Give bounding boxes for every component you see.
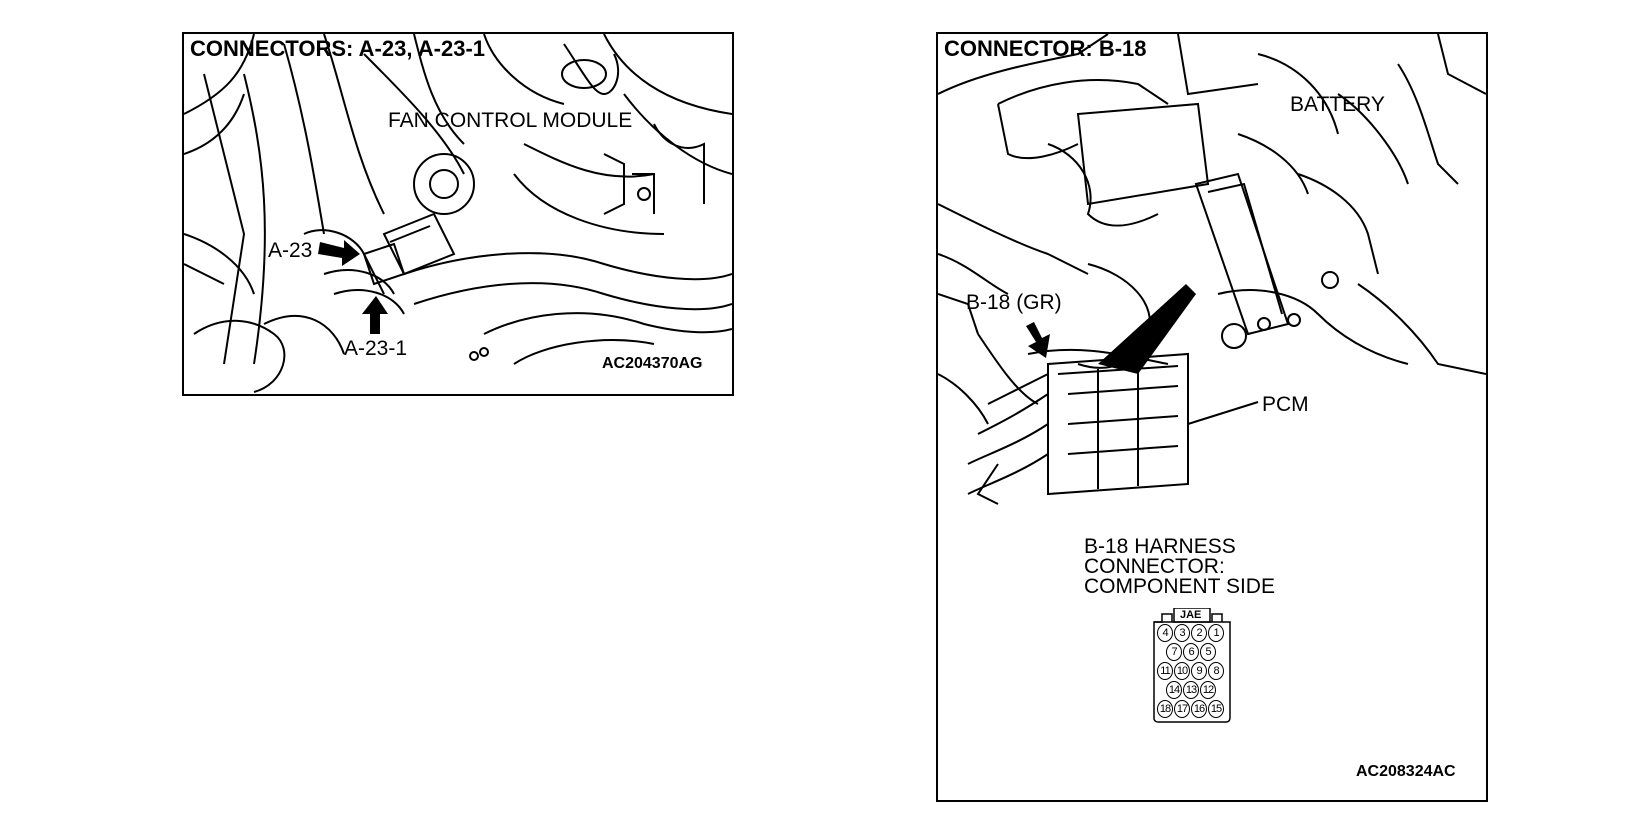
connector-maker-label: JAE [1180, 609, 1202, 621]
pin-9: 9 [1191, 662, 1207, 680]
pin-3: 3 [1174, 624, 1190, 642]
pin-17: 17 [1174, 700, 1190, 718]
connector-outline [1153, 608, 1231, 723]
pin-12: 12 [1200, 681, 1216, 699]
pin-1: 1 [1208, 624, 1224, 642]
connector-a23-label: A-23 [268, 239, 313, 262]
pin-row-2: 7 6 5 [1166, 643, 1217, 661]
pin-8: 8 [1208, 662, 1224, 680]
connector-b18-label: B-18 (GR) [966, 291, 1062, 314]
pin-10: 10 [1174, 662, 1190, 680]
pin-2: 2 [1191, 624, 1207, 642]
pin-18: 18 [1157, 700, 1173, 718]
pin-4: 4 [1157, 624, 1173, 642]
figure-code: AC208324AC [1356, 763, 1456, 780]
connector-a23-1-label: A-23-1 [344, 337, 408, 360]
figure-code: AC204370AG [602, 355, 703, 372]
pin-row-5: 18 17 16 15 [1157, 700, 1225, 718]
harness-note-line-1: B-18 HARNESS [1084, 535, 1236, 558]
panel-title: CONNECTORS: A-23, A-23-1 [190, 36, 486, 61]
engine-bay-illustration-b [938, 34, 1486, 505]
pin-11: 11 [1157, 662, 1173, 680]
fan-control-module-connector-diagram: CONNECTORS: A-23, A-23-1 FAN CONTROL MOD… [182, 32, 734, 396]
pin-16: 16 [1191, 700, 1207, 718]
pin-row-3: 11 10 9 8 [1157, 662, 1225, 680]
fan-control-module-label: FAN CONTROL MODULE [388, 109, 633, 132]
pin-row-4: 14 13 12 [1166, 681, 1217, 699]
pin-5: 5 [1200, 643, 1216, 661]
battery-label: BATTERY [1290, 93, 1385, 116]
pcm-label: PCM [1262, 393, 1309, 416]
panel-title: CONNECTOR: B-18 [944, 36, 1147, 61]
pcm-connector-diagram: CONNECTOR: B-18 BATTERY B-18 (GR) PCM B-… [936, 32, 1488, 802]
pin-15: 15 [1208, 700, 1224, 718]
pin-6: 6 [1183, 643, 1199, 661]
harness-note-line-2: CONNECTOR: [1084, 555, 1225, 578]
pin-row-1: 4 3 2 1 [1157, 624, 1225, 642]
harness-note-line-3: COMPONENT SIDE [1084, 575, 1275, 598]
engine-bay-illustration-a [184, 34, 732, 393]
pin-7: 7 [1166, 643, 1182, 661]
pin-13: 13 [1183, 681, 1199, 699]
b18-connector-face: JAE 4 3 2 1 7 6 5 11 10 9 8 14 13 12 18 … [1152, 608, 1232, 724]
pin-14: 14 [1166, 681, 1182, 699]
